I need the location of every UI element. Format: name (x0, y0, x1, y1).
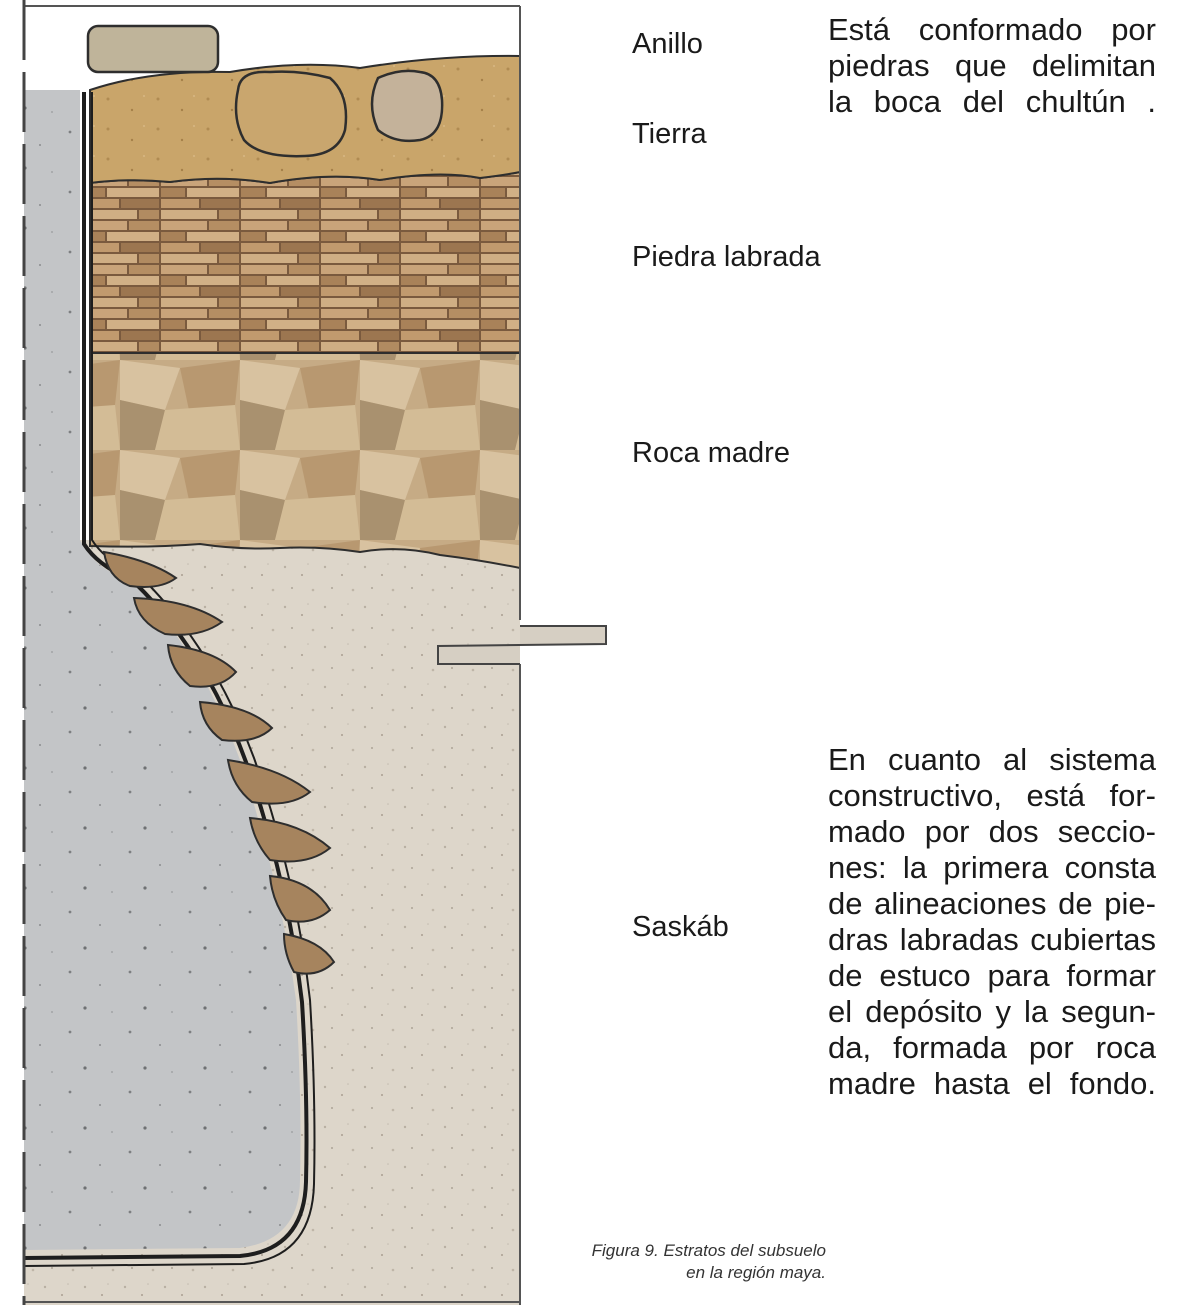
description-line: madre hasta el fondo. (828, 1066, 1156, 1102)
description-line: constructivo, está for- (828, 778, 1156, 814)
label-ring: Anillo (632, 27, 703, 61)
description-line: la boca del chultún . (828, 84, 1156, 120)
description-line: piedras que delimitan (828, 48, 1156, 84)
ring-stone (88, 26, 218, 72)
caption-line: Figura 9. Estratos del subsuelo (520, 1240, 826, 1262)
carved-stone-layer (90, 172, 520, 353)
description-line: de estuco para formar (828, 958, 1156, 994)
label-bedrock: Roca madre (632, 436, 790, 470)
description-line: mado por dos seccio- (828, 814, 1156, 850)
description-line: dras labradas cubiertas (828, 922, 1156, 958)
figure-caption: Figura 9. Estratos del subsuelo en la re… (520, 1240, 826, 1284)
description-line: da, formada por roca (828, 1030, 1156, 1066)
description-line: de alineaciones de pie- (828, 886, 1156, 922)
ring-stone (372, 71, 442, 141)
description-line: Está conformado por (828, 12, 1156, 48)
chultun-cross-section (0, 0, 620, 1309)
label-soil: Tierra (632, 117, 707, 151)
description-line: En cuanto al sistema (828, 742, 1156, 778)
description-top: Está conformado por piedras que delimita… (828, 12, 1156, 120)
description-line: nes: la primera consta (828, 850, 1156, 886)
label-saskab: Saskáb (632, 910, 729, 944)
description-bottom: En cuanto al sistema constructivo, está … (828, 742, 1156, 1102)
description-line: el depósito y la segun- (828, 994, 1156, 1030)
bedrock-layer (90, 353, 520, 568)
ring-stone (236, 72, 346, 157)
caption-line: en la región maya. (520, 1262, 826, 1284)
label-carved-stone: Piedra labrada (632, 240, 821, 274)
